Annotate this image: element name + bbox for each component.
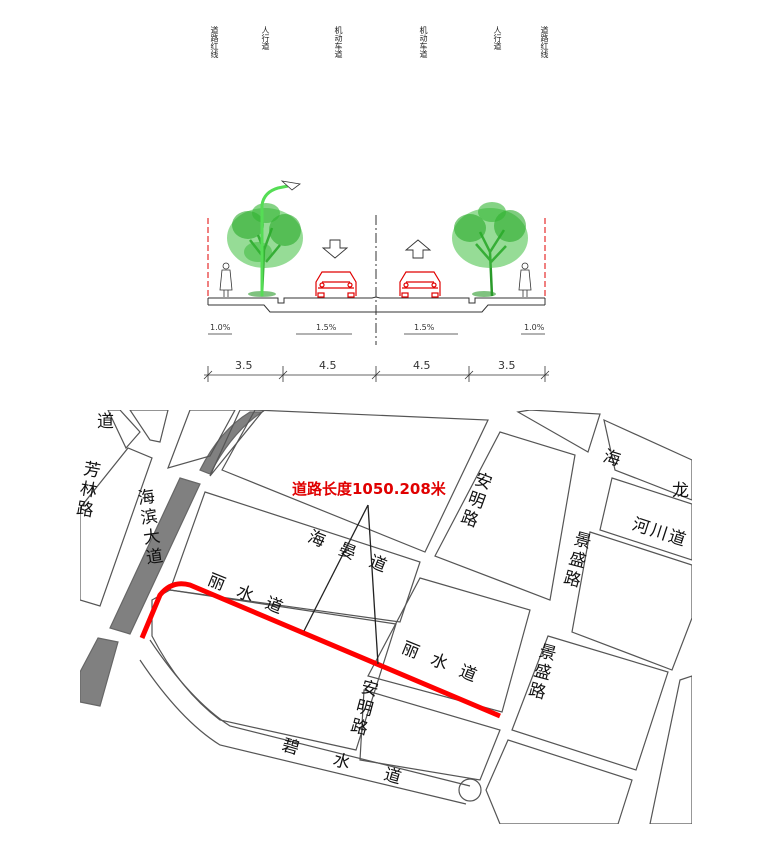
left-pedestrian (219, 262, 233, 297)
slope-left-lane: 1.5% (316, 323, 337, 332)
coast-strip-bottom (80, 637, 119, 707)
label-left-sidewalk: 人行道 (261, 26, 270, 50)
block-g (169, 491, 421, 623)
label-right-red-line: 道路红线 (540, 26, 549, 58)
right-car (399, 271, 441, 298)
down-arrow-icon (321, 239, 349, 259)
cross-section-diagram (203, 180, 550, 382)
slope-right-lane: 1.5% (414, 323, 435, 332)
block-i (434, 431, 576, 601)
block-l (516, 410, 601, 453)
block-q (485, 739, 633, 824)
slope-left-sidewalk: 1.0% (210, 323, 231, 332)
callout-leaders (303, 504, 379, 665)
roundabout (458, 778, 482, 802)
dim-left-sidewalk: 3.5 (235, 359, 253, 372)
label-left-motor-lane: 机动车道 (334, 26, 343, 58)
block-n (599, 477, 692, 561)
block-b (129, 410, 169, 443)
dimension-line (203, 366, 550, 382)
road-surface (208, 296, 545, 304)
block-j (367, 577, 531, 713)
block-e (209, 410, 267, 477)
label-left-red-line: 道路红线 (210, 26, 219, 58)
dim-left-lane: 4.5 (319, 359, 337, 372)
block-m (603, 418, 692, 501)
bishui-road-edge-2 (139, 659, 467, 805)
block-a (107, 410, 141, 450)
coast-strip-middle (109, 477, 201, 635)
road-label-long: 龙 (672, 481, 691, 501)
coast-strip-top (199, 411, 264, 475)
block-d (167, 410, 236, 469)
left-tree (227, 203, 303, 297)
bishui-road-edge (149, 639, 471, 787)
right-tree (452, 202, 528, 297)
slope-right-sidewalk: 1.0% (524, 323, 545, 332)
label-right-sidewalk: 人行道 (493, 26, 502, 50)
dim-right-sidewalk: 3.5 (498, 359, 516, 372)
block-p (511, 635, 669, 771)
block-c (80, 447, 153, 607)
up-arrow-icon (404, 239, 432, 259)
road-label-dao-top: 道 (97, 412, 116, 432)
left-car (315, 271, 357, 298)
label-right-motor-lane: 机动车道 (419, 26, 428, 58)
block-k (359, 689, 501, 781)
right-pedestrian (518, 262, 532, 297)
dim-right-lane: 4.5 (413, 359, 431, 372)
street-lamp (260, 180, 301, 296)
road-length-callout: 道路长度1050.208米 (292, 480, 446, 498)
road-base (208, 304, 545, 313)
block-r (649, 675, 692, 824)
highlighted-road (139, 581, 501, 719)
block-o (571, 531, 692, 671)
